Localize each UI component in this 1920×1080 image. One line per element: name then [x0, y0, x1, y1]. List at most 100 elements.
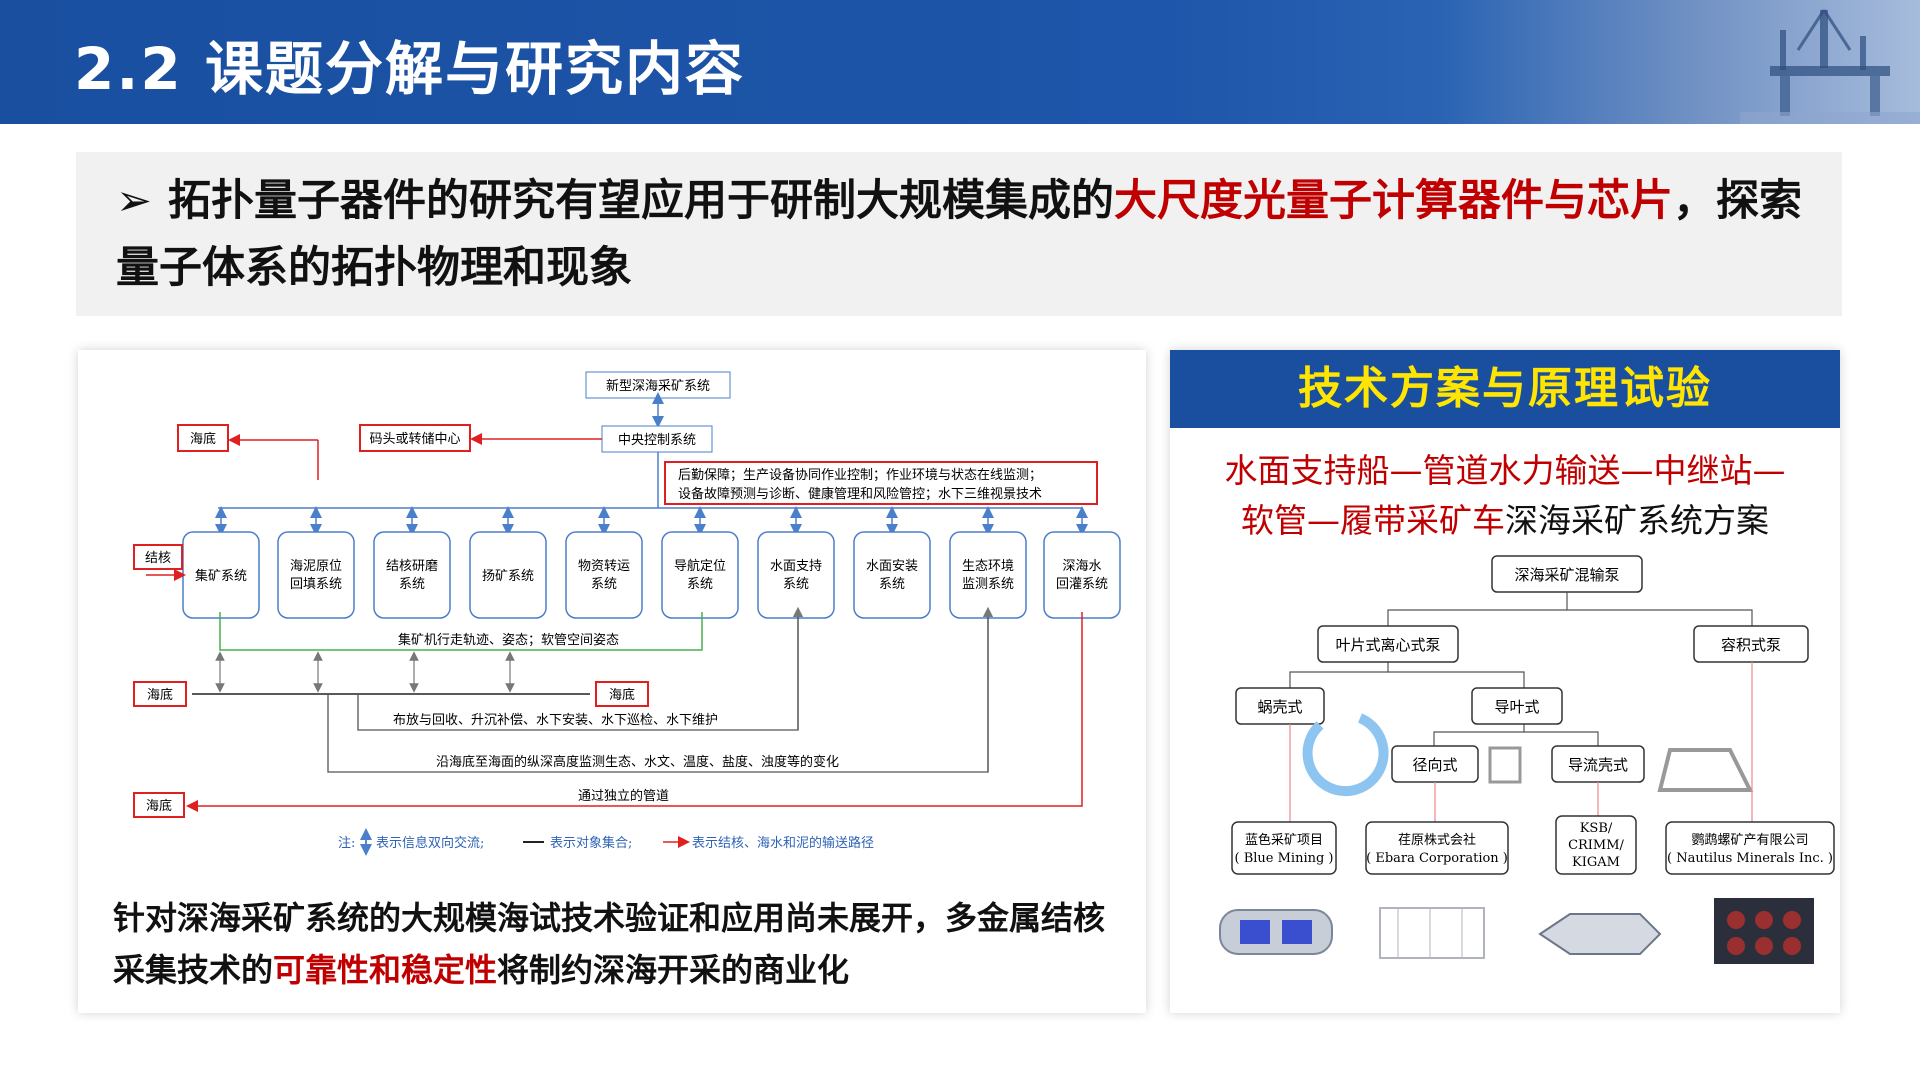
- system-label-3: 扬矿系统: [482, 569, 534, 584]
- company-3a: KSB/: [1580, 821, 1613, 836]
- system-box-4: [565, 531, 643, 619]
- legend-a: 表示信息双向交流;: [376, 835, 484, 851]
- scheme-subtitle-red1: 水面支持船—管道水力输送—中继站—: [1224, 451, 1786, 490]
- bullet-arrow-icon: ➢: [116, 176, 153, 226]
- system-label-6: 水面支持: [770, 559, 822, 574]
- system-box-1: [277, 531, 355, 619]
- diffuser-pump-icon: [1657, 748, 1754, 792]
- seabed-label-bottom: 海底: [146, 798, 172, 814]
- system-box-5: [661, 531, 739, 619]
- volute-label: 蜗壳式: [1257, 698, 1302, 716]
- header-bar: 2.2 课题分解与研究内容: [0, 0, 1920, 124]
- top-box-label: 新型深海采矿系统: [606, 378, 710, 394]
- system-sublabel-1: 回填系统: [290, 577, 342, 592]
- company-1a: 蓝色采矿项目: [1245, 832, 1323, 848]
- company-4b: ( Nautilus Minerals Inc. ): [1667, 851, 1833, 866]
- volumetric-label: 容积式泵: [1721, 636, 1781, 654]
- company-3c: KIGAM: [1572, 855, 1620, 870]
- system-label-8: 生态环境: [962, 559, 1014, 574]
- system-label-1: 海泥原位: [290, 559, 342, 574]
- nodule-box: [133, 544, 183, 570]
- system-label-0: 集矿系统: [195, 568, 247, 584]
- legend-c: 表示结核、海水和泥的输送路径: [692, 835, 874, 851]
- system-box-2: [373, 531, 451, 619]
- dock-box: [359, 424, 471, 452]
- system-sublabel-5: 系统: [687, 577, 713, 592]
- system-sublabel-4: 系统: [591, 577, 617, 592]
- technical-scheme-panel: 技术方案与原理试验 水面支持船—管道水力输送—中继站— 软管—履带采矿车深海采矿系…: [1170, 350, 1840, 1013]
- seabed-box-bottom: [133, 792, 185, 818]
- system-label-5: 导航定位: [674, 558, 726, 574]
- centrifugal-box: [1317, 625, 1459, 663]
- page-title: 2.2 课题分解与研究内容: [74, 35, 745, 103]
- system-label-9: 深海水: [1062, 559, 1101, 574]
- guide-box: [1471, 687, 1563, 725]
- mining-system-flowchart: 新型深海采矿系统 中央控制系统 海底 码头或转储中心 后勤保障；生产设备协同作业…: [133, 371, 1121, 856]
- company-blue-mining: [1231, 821, 1337, 875]
- seabed-box-center: [595, 681, 649, 707]
- radial-label: 径向式: [1412, 756, 1457, 774]
- scheme-subtitle-black: 深海采矿系统方案: [1505, 501, 1769, 540]
- radial-pump-icon: [1488, 746, 1522, 784]
- volute-pump-icon: [1302, 713, 1389, 797]
- scheme-title: 技术方案与原理试验: [1170, 350, 1840, 428]
- central-control-label: 中央控制系统: [618, 433, 696, 448]
- seabed-box-mid: [133, 681, 187, 707]
- left-caption-b: 将制约深海开采的商业化: [497, 951, 850, 989]
- left-caption-a: 针对深海采矿系统的大规模海试技术验证和应用尚未展开，多金属结核采集技术的: [113, 899, 1106, 989]
- guide-label: 导叶式: [1494, 698, 1539, 716]
- system-box-9: [1043, 531, 1121, 619]
- system-sublabel-2: 系统: [399, 577, 425, 592]
- nodule-label: 结核: [145, 551, 171, 566]
- tree-root: 深海采矿混输泵: [1514, 566, 1619, 584]
- row2-label: 布放与回收、升沉补偿、水下安装、水下巡检、水下维护: [393, 713, 718, 728]
- company-2a: 荏原株式会社: [1398, 832, 1476, 848]
- volumetric-box: [1693, 625, 1809, 663]
- system-label-2: 结核研磨: [386, 559, 438, 574]
- company-nautilus: [1665, 821, 1835, 875]
- info-box: [664, 461, 1098, 505]
- info-line-2: 设备故障预测与诊断、健康管理和风险管控；水下三维视景技术: [678, 486, 1042, 502]
- system-sublabel-8: 监测系统: [962, 577, 1014, 592]
- system-label-7: 水面安装: [866, 559, 918, 574]
- summary-text-b: ，探索量子体系的拓扑物理和现象: [116, 176, 1802, 293]
- oil-rig-image: [1740, 9, 1920, 124]
- summary-text-highlight: 大尺度光量子计算器件与芯片: [1114, 176, 1673, 226]
- diffuser-label: 导流壳式: [1568, 756, 1628, 774]
- legend-b: 表示对象集合;: [550, 835, 632, 851]
- row3-label: 沿海底至海面的纵深高度监测生态、水文、温度、盐度、浊度等的变化: [436, 754, 839, 770]
- legend-prefix: 注:: [338, 836, 355, 851]
- scheme-subtitle-red2: 软管—履带采矿车: [1241, 501, 1505, 540]
- seabed-label-mid: 海底: [147, 687, 173, 703]
- summary-text: ➢拓扑量子器件的研究有望应用于研制大规模集成的大尺度光量子计算器件与芯片，探索量…: [116, 168, 1816, 302]
- seabed-box-top: [177, 424, 229, 452]
- centrifugal-label: 叶片式离心式泵: [1335, 636, 1440, 654]
- company-ksb: [1555, 815, 1637, 875]
- dock-label: 码头或转储中心: [369, 432, 460, 447]
- company-ebara: [1365, 821, 1509, 875]
- equipment-images: [1219, 898, 1814, 964]
- left-caption-highlight: 可靠性和稳定性: [273, 951, 498, 989]
- system-label-4: 物资转运: [578, 559, 630, 574]
- company-2b: ( Ebara Corporation ): [1366, 851, 1508, 866]
- system-sublabel-9: 回灌系统: [1056, 577, 1108, 592]
- company-4a: 鹦鹉螺矿产有限公司: [1691, 833, 1808, 848]
- system-box-6: [757, 531, 835, 619]
- system-sublabel-6: 系统: [783, 577, 809, 592]
- row4-label: 通过独立的管道: [578, 788, 669, 804]
- row1-label: 集矿机行走轨迹、姿态；软管空间姿态: [398, 632, 619, 648]
- company-1b: ( Blue Mining ): [1234, 851, 1333, 866]
- scheme-subtitle: 水面支持船—管道水力输送—中继站— 软管—履带采矿车深海采矿系统方案: [1170, 446, 1840, 546]
- info-line-1: 后勤保障；生产设备协同作业控制；作业环境与状态在线监测；: [678, 467, 1042, 483]
- central-control-box: [601, 425, 713, 453]
- system-box-7: [853, 531, 931, 619]
- seabed-label-top: 海底: [190, 431, 216, 447]
- left-caption: 针对深海采矿系统的大规模海试技术验证和应用尚未展开，多金属结核采集技术的可靠性和…: [113, 892, 1113, 996]
- system-sublabel-7: 系统: [879, 577, 905, 592]
- volute-box: [1235, 687, 1325, 725]
- system-box-3: [469, 531, 547, 619]
- summary-banner: ➢拓扑量子器件的研究有望应用于研制大规模集成的大尺度光量子计算器件与芯片，探索量…: [76, 152, 1842, 316]
- company-3b: CRIMM/: [1568, 838, 1624, 853]
- seabed-label-center: 海底: [609, 687, 635, 703]
- pump-classification-tree: 深海采矿混输泵 叶片式离心式泵 容积式泵 蜗壳式 导叶式 径向式 导流壳式: [1219, 555, 1835, 964]
